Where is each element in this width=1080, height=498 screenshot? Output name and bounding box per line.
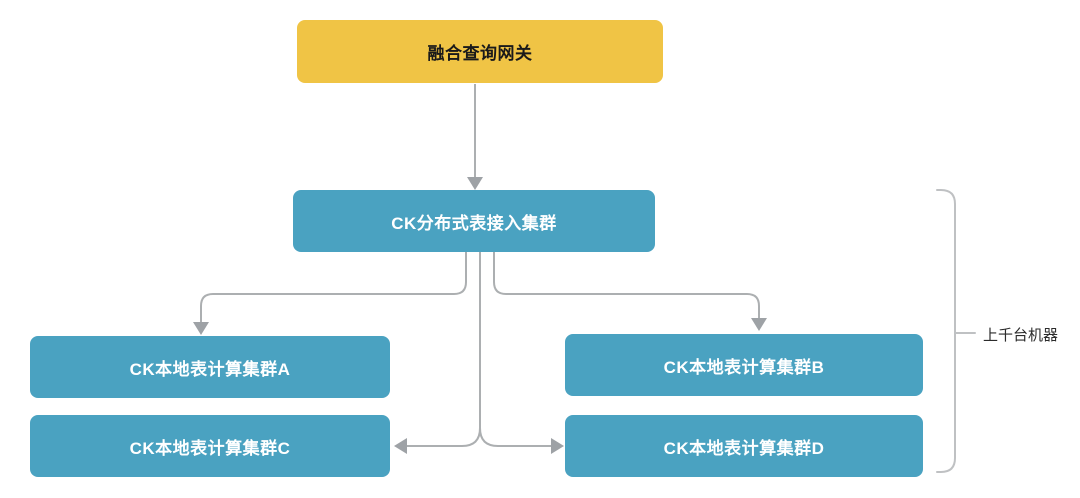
node-local-cluster-a-label: CK本地表计算集群A xyxy=(129,359,291,379)
arrowhead-local-a xyxy=(193,322,209,335)
node-local-cluster-a: CK本地表计算集群A xyxy=(30,336,390,398)
arrowhead-local-b xyxy=(751,318,767,331)
node-access-cluster: CK分布式表接入集群 xyxy=(293,190,655,252)
edge-access-local-b xyxy=(493,252,760,318)
bracket xyxy=(936,189,956,473)
edge-access-local-c xyxy=(406,427,481,447)
arrowhead-local-d xyxy=(551,438,564,454)
node-access-cluster-label: CK分布式表接入集群 xyxy=(391,213,557,233)
node-local-cluster-b: CK本地表计算集群B xyxy=(565,334,923,396)
arrowhead-access xyxy=(467,177,483,190)
bracket-annotation: 上千台机器 xyxy=(983,327,1059,344)
node-local-cluster-d-label: CK本地表计算集群D xyxy=(663,438,825,458)
node-local-cluster-d: CK本地表计算集群D xyxy=(565,415,923,477)
node-local-cluster-b-label: CK本地表计算集群B xyxy=(663,357,825,377)
node-local-cluster-c: CK本地表计算集群C xyxy=(30,415,390,477)
edge-access-local-d xyxy=(479,427,552,447)
arrowhead-local-c xyxy=(394,438,407,454)
node-local-cluster-c-label: CK本地表计算集群C xyxy=(129,438,291,458)
node-gateway-label: 融合查询网关 xyxy=(427,44,533,63)
edge-access-local-a xyxy=(200,252,467,322)
node-gateway: 融合查询网关 xyxy=(297,20,663,83)
